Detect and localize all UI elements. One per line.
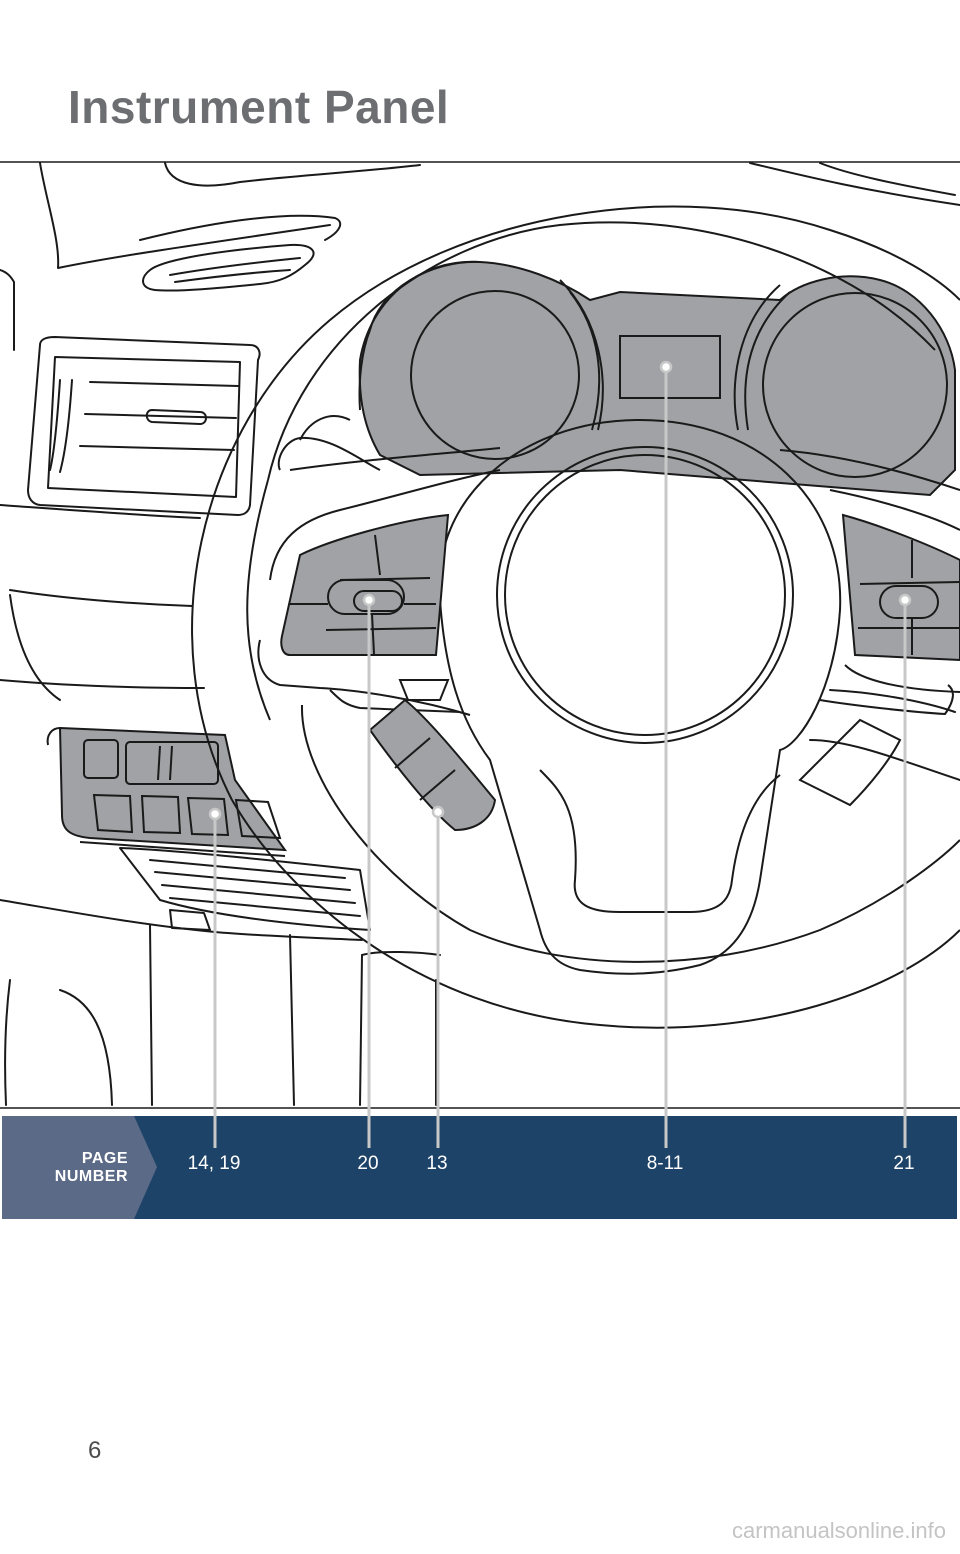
callout-dot — [362, 593, 376, 607]
page-label-line1: PAGE — [81, 1150, 128, 1167]
callout-page-multi-info-display: 8-11 — [646, 1153, 684, 1174]
callout-dot — [659, 360, 673, 374]
left-wheel-switches — [280, 513, 450, 701]
switch-panel — [46, 726, 288, 857]
steering-wheel-outer — [191, 205, 960, 801]
page-number-tab — [2, 1116, 157, 1219]
callout-leaders — [213, 370, 907, 1148]
instrument-cluster — [358, 260, 956, 497]
callout-page-switch-panel: 14, 19 — [187, 1153, 241, 1174]
airbag-emblem — [496, 446, 794, 744]
page-number-label: PAGE NUMBER — [14, 1150, 128, 1186]
callout-dot — [208, 807, 222, 821]
callout-page-right-wheel-switches: 21 — [893, 1153, 915, 1174]
defrost-vent — [142, 243, 315, 292]
steering-wheel-inner — [267, 221, 936, 481]
left-air-vent — [27, 336, 261, 516]
folio-page-number: 6 — [88, 1437, 102, 1464]
lower-vent — [119, 847, 371, 931]
callout-page-left-wheel-switches: 20 — [357, 1153, 379, 1174]
paddle-controls — [368, 698, 497, 832]
callout-dot — [431, 805, 445, 819]
steering-hub — [438, 418, 842, 975]
callout-page-paddle-controls: 13 — [426, 1153, 448, 1174]
callout-dot — [898, 593, 912, 607]
page-label-line2: NUMBER — [54, 1168, 128, 1185]
right-paddle — [798, 718, 902, 807]
page-title: Instrument Panel — [68, 81, 450, 133]
watermark: carmanualsonline.info — [731, 1518, 946, 1543]
right-wheel-switches — [841, 513, 960, 662]
page-number-band — [2, 1116, 957, 1219]
